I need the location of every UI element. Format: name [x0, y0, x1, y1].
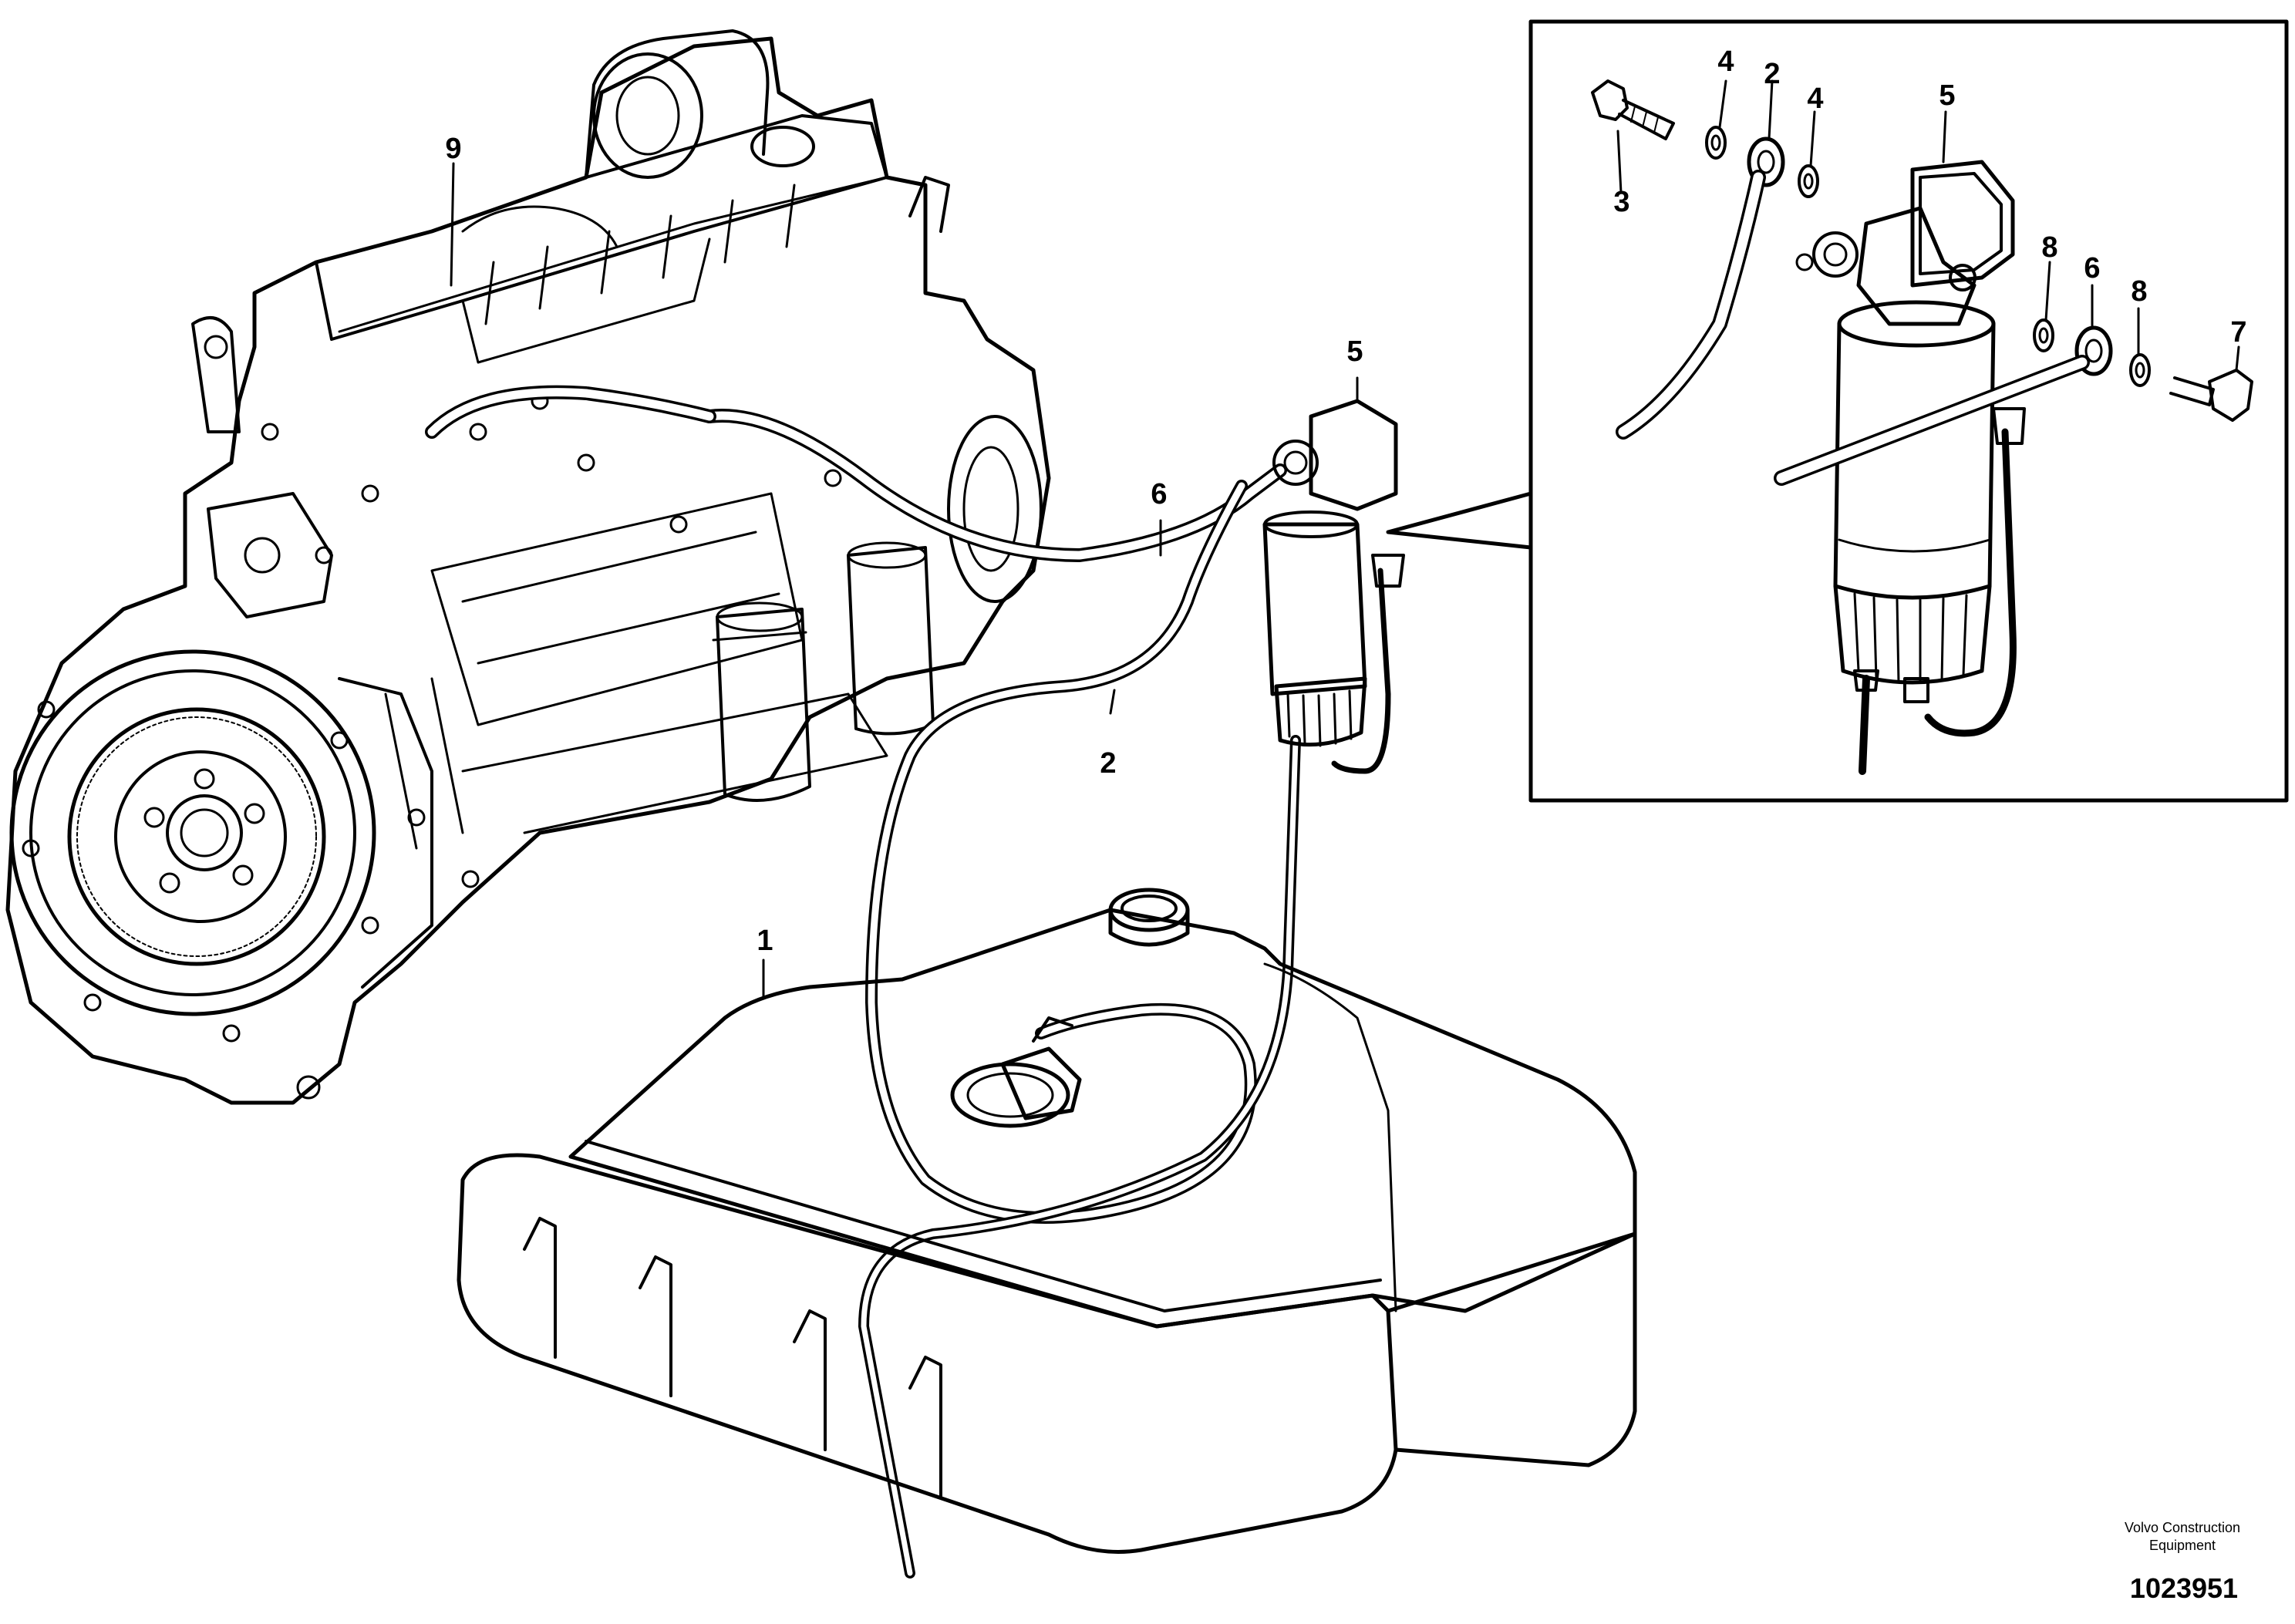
callout-3: 3 [1613, 186, 1629, 218]
callout-labels: 9 5 6 2 1 3 4 2 4 5 8 6 8 7 [445, 45, 2246, 957]
fuel-filter [1262, 399, 1405, 774]
callout-2-main: 2 [1100, 747, 1116, 780]
callout-8-right: 8 [2131, 275, 2147, 308]
figure-number: 1023951 [2130, 1572, 2238, 1604]
callout-5-main: 5 [1346, 335, 1363, 368]
callout-7: 7 [2230, 316, 2246, 349]
credit-line-1: Volvo Construction [2125, 1520, 2240, 1535]
callout-1: 1 [757, 925, 773, 957]
fuel-hoses [425, 385, 1301, 1579]
callout-9: 9 [445, 133, 461, 165]
callout-8-left: 8 [2041, 231, 2057, 264]
callout-6-detail: 6 [2084, 252, 2100, 285]
credit-line-2: Equipment [2149, 1538, 2216, 1553]
callout-6-main: 6 [1151, 478, 1167, 510]
callout-4-right: 4 [1807, 83, 1823, 115]
figure-credit: Volvo Construction Equipment 1023951 [2125, 1520, 2240, 1604]
engine [5, 29, 1051, 1105]
callout-2-detail: 2 [1764, 58, 1780, 90]
callout-leaders [450, 79, 2240, 1000]
detail-inset [1386, 19, 2289, 803]
fuel-tank [457, 888, 1637, 1554]
callout-5-detail: 5 [1939, 79, 1955, 112]
callout-4-left: 4 [1717, 45, 1734, 78]
